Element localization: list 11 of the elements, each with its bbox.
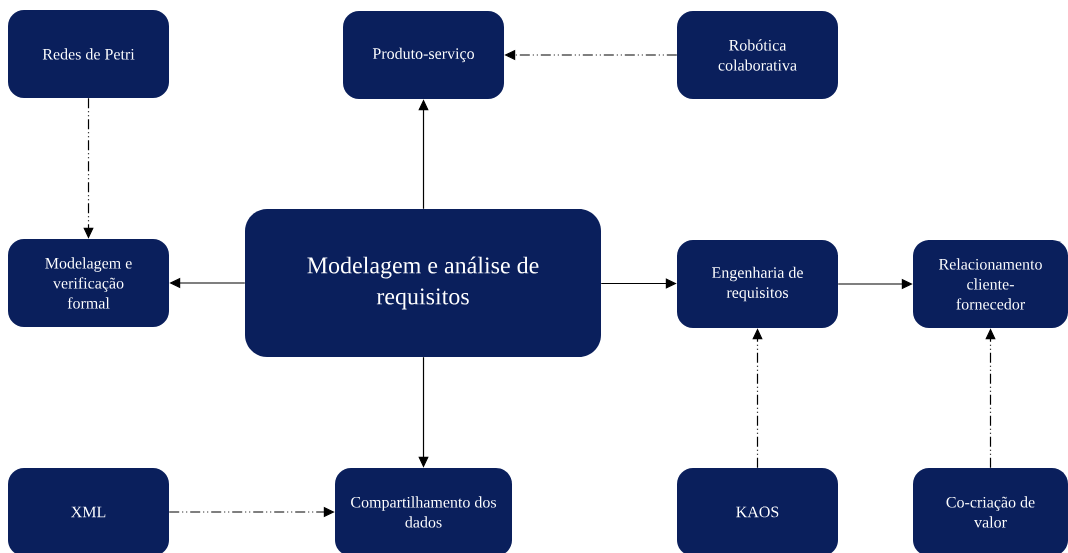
topic-box: Co-criação de valor xyxy=(913,468,1068,553)
central-topic-box: Modelagem e análise de requisitos xyxy=(245,209,601,357)
topic-box: Relacionamento cliente-fornecedor xyxy=(913,240,1068,328)
topic-box: Redes de Petri xyxy=(8,10,169,98)
topic-box: Produto-serviço xyxy=(343,11,504,99)
topic-box: Robótica colaborativa xyxy=(677,11,838,99)
topic-box: Modelagem e verificação formal xyxy=(8,239,169,327)
topic-box: XML xyxy=(8,468,169,553)
topic-box: Compartilhamento dos dados xyxy=(335,468,512,553)
topic-box: Engenharia de requisitos xyxy=(677,240,838,328)
topic-box: KAOS xyxy=(677,468,838,553)
